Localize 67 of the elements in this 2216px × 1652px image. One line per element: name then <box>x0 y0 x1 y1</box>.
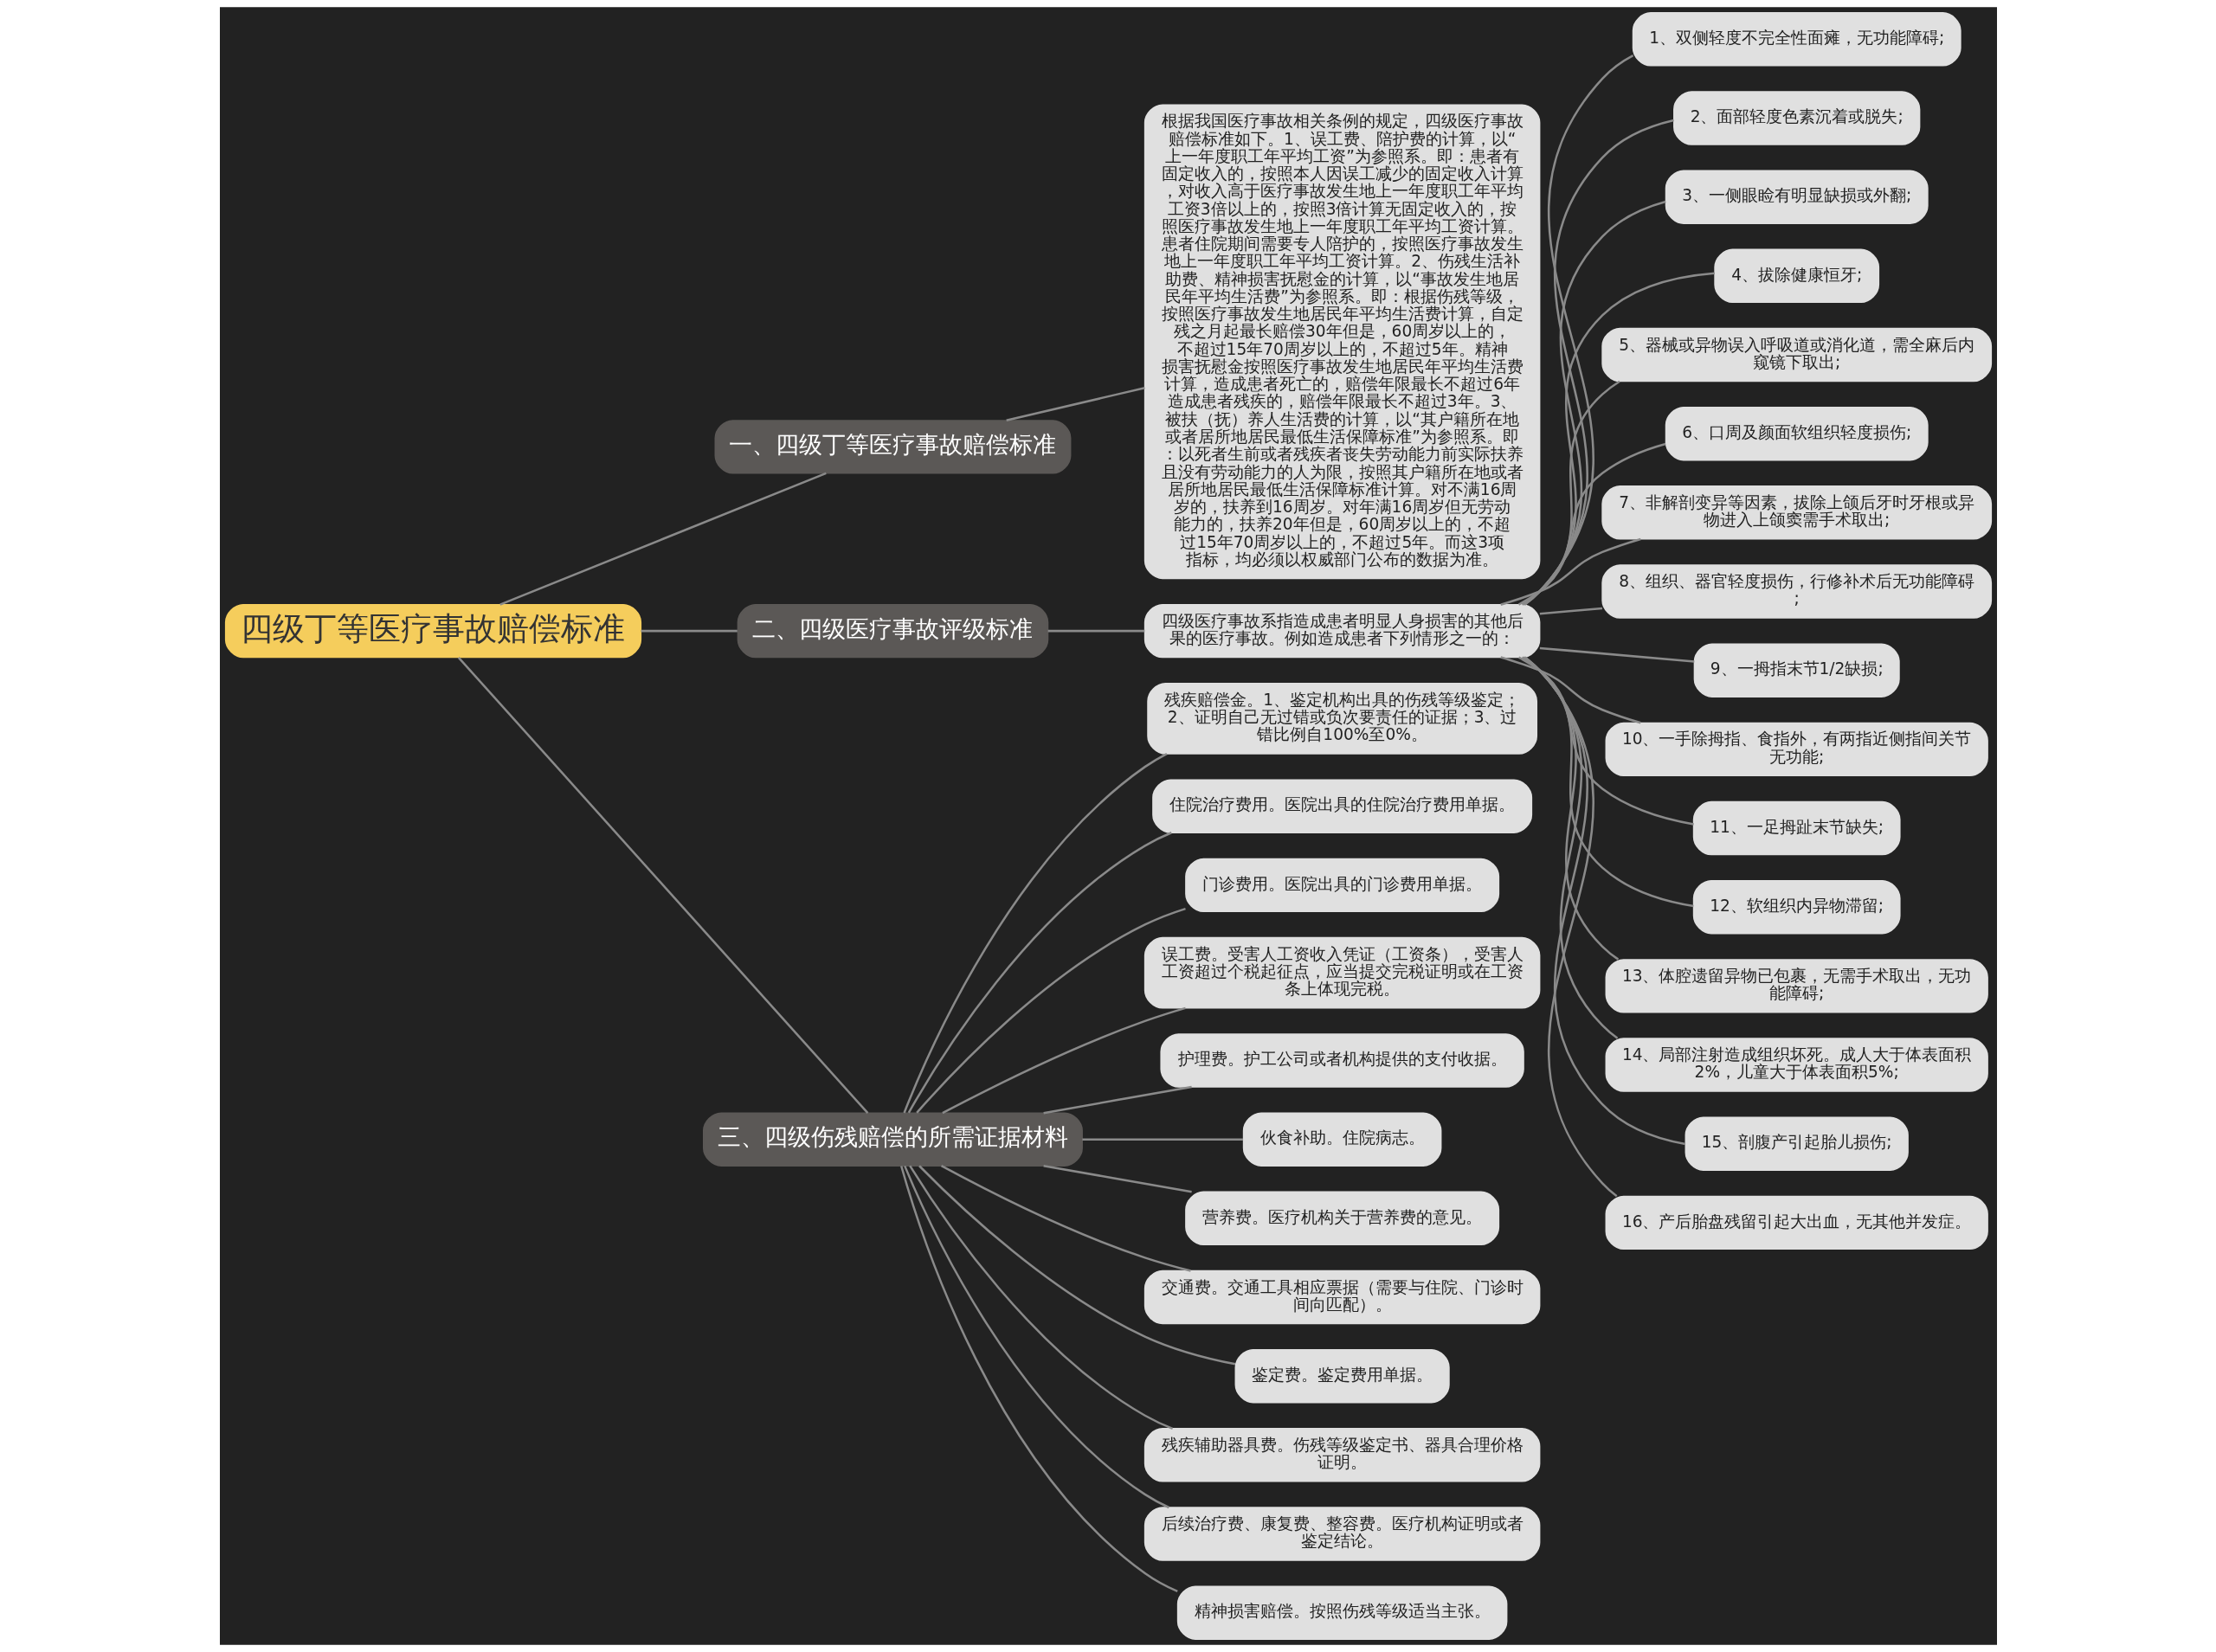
connector <box>1522 656 1619 961</box>
node-box: 3、一侧眼睑有明显缺损或外翻; <box>1665 170 1929 224</box>
node-box: 16、产后胎盘残留引起大出血，无其他并发症。 <box>1605 1195 1988 1250</box>
node-box: 一、四级丁等医疗事故赔偿标准 <box>714 420 1071 474</box>
connector <box>457 657 868 1115</box>
connector <box>641 629 738 633</box>
node-box: 后续治疗费、康复费、整容费。医疗机构证明或者鉴定结论。 <box>1143 1507 1540 1561</box>
node-box: 11、一足拇趾末节缺失; <box>1692 800 1901 856</box>
connector <box>908 1165 1173 1430</box>
node-box: 4、拔除健康恒牙; <box>1713 248 1879 304</box>
connector <box>499 472 827 606</box>
node-box: 残疾赔偿金。1、鉴定机构出具的伤残等级鉴定；2、证明自己无过错或负次要责任的证据；3、过错比例自100%至0%。 <box>1146 683 1537 755</box>
node-box: 8、组织、器官轻度损伤，行修补术后无功能障碍; <box>1601 564 1992 619</box>
connector <box>1523 656 1618 1039</box>
connector <box>902 752 1167 1114</box>
connector <box>1005 386 1145 422</box>
connector <box>1539 646 1694 663</box>
node-box: 营养费。医疗机构关于营养费的意见。 <box>1184 1191 1499 1246</box>
node-box: 鉴定费。鉴定费用单据。 <box>1234 1348 1450 1404</box>
node-box: 门诊费用。医院出具的门诊费用单据。 <box>1184 858 1499 913</box>
node-box: 四级丁等医疗事故赔偿标准 <box>224 603 641 659</box>
node-box: 6、口周及颜面软组织轻度损伤; <box>1665 406 1929 461</box>
connector <box>1539 607 1602 615</box>
connector <box>1521 656 1694 908</box>
node-box: 15、剖腹产引起胎儿损伤; <box>1685 1116 1909 1171</box>
connector <box>1524 119 1674 606</box>
node-box: 9、一拇指末节1/2缺损; <box>1693 643 1900 697</box>
connector <box>903 1165 1169 1509</box>
connector <box>1047 629 1144 633</box>
connector <box>1524 656 1685 1146</box>
connector <box>907 832 1172 1114</box>
node-box: 伙食补助。住院病志。 <box>1242 1112 1441 1167</box>
connector <box>1517 656 1694 826</box>
node-box: 7、非解剖变异等因素，拔除上颌后牙时牙根或异物进入上颌窦需手术取出; <box>1601 485 1992 540</box>
connector <box>1042 1164 1192 1193</box>
node-box: 10、一手除拇指、食指外，有两指近侧指间关节无功能; <box>1605 722 1988 777</box>
connector <box>1521 380 1620 606</box>
node-box: 1、双侧轻度不完全性面瘫，无功能障碍; <box>1632 12 1962 67</box>
node-box: 根据我国医疗事故相关条例的规定，四级医疗事故赔偿标准如下。1、误工费、陪护费的计算，以“上一年度职工年平均工资”为参照系。即：患者有固定收入的，按照本人因误工减少的固定收入计算，对收入高于医疗事故发生地上一年度职工年平均工资3倍以上的，按照3倍计算无固定收入的，按照医疗事故发生地上一年度职工年平均工资计算。患者住院期间需要专人陪护的，按照医疗事故发生地上一年度职工年平均工资计算。2、伤残生活补助费、精神损害抚慰金的计算，以“事故发生地居民年平均生活费”为参照系。即：根据伤残等级，按照医疗事故发生地居民年平均生活费计算，自定残之月起最长赔偿30年但是，60周岁以上的，不超过15年70周岁以上的，不超过5年。精神损害抚慰金按照医疗事故发生地居民年平均生活费计算，造成患者死亡的，赔偿年限最长不超过6年造成患者残疾的，赔偿年限最长不超过3年。3、被扶（抚）养人生活费的计算，以“其户籍所在地或者居所地居民最低生活保障标准”为参照系。即：以死者生前或者残疾者丧失劳动能力前实际扶养且没有劳动能力的人为限，按照其户籍所在地或者居所地居民最低生活保障标准计算。对不满16周岁的，扶养到16周岁。对年满16周岁但无劳动能力的，扶养20年但是，60周岁以上的，不超过15年70周岁以上的，不超过5年。而这3项指标，均必须以权威部门公布的数据为准。 <box>1143 104 1540 580</box>
node-box: 交通费。交通工具相应票据（需要与住院、门诊时间向匹配）。 <box>1143 1270 1540 1325</box>
connector <box>1499 656 1641 724</box>
connector <box>1042 1085 1192 1115</box>
connector <box>941 1006 1186 1115</box>
node-box: 14、局部注射造成组织坏死。成人大于体表面积2%，儿童大于体表面积5%; <box>1605 1038 1988 1092</box>
node-box: 精神损害赔偿。按照伤残等级适当主张。 <box>1176 1585 1507 1640</box>
connector <box>1517 442 1666 606</box>
node-box: 12、软组织内异物滞留; <box>1692 879 1901 935</box>
connector <box>1081 1138 1243 1141</box>
connector <box>918 1165 1235 1366</box>
node-box: 护理费。护工公司或者机构提供的支付收据。 <box>1159 1033 1524 1088</box>
node-box: 残疾辅助器具费。伤残等级鉴定书、器具合理价格证明。 <box>1143 1428 1540 1482</box>
node-box: 2、面部轻度色素沉着或脱失; <box>1672 91 1920 145</box>
connector <box>1524 55 1633 606</box>
connector <box>940 1165 1191 1272</box>
connector <box>1522 272 1715 606</box>
node-box: 13、体腔遗留异物已包裹，无需手术取出，无功能障碍; <box>1605 959 1988 1013</box>
connector <box>1524 656 1617 1198</box>
node-box: 住院治疗费用。医院出具的住院治疗费用单据。 <box>1151 779 1532 833</box>
node-box: 二、四级医疗事故评级标准 <box>737 603 1048 659</box>
connector <box>915 907 1186 1114</box>
node-box: 误工费。受害人工资收入凭证（工资条），受害人工资超过个税起征点，应当提交完税证明或在工资条上体现完税。 <box>1143 936 1540 1009</box>
connector <box>1499 537 1641 606</box>
node-box: 三、四级伤残赔偿的所需证据材料 <box>702 1112 1083 1167</box>
connector <box>899 1166 1178 1593</box>
node-box: 5、器械或异物误入呼吸道或消化道，需全麻后内窥镜下取出; <box>1601 327 1992 382</box>
node-box: 四级医疗事故系指造成患者明显人身损害的其他后果的医疗事故。例如造成患者下列情形之一的： <box>1143 603 1540 659</box>
connector <box>1523 200 1666 606</box>
